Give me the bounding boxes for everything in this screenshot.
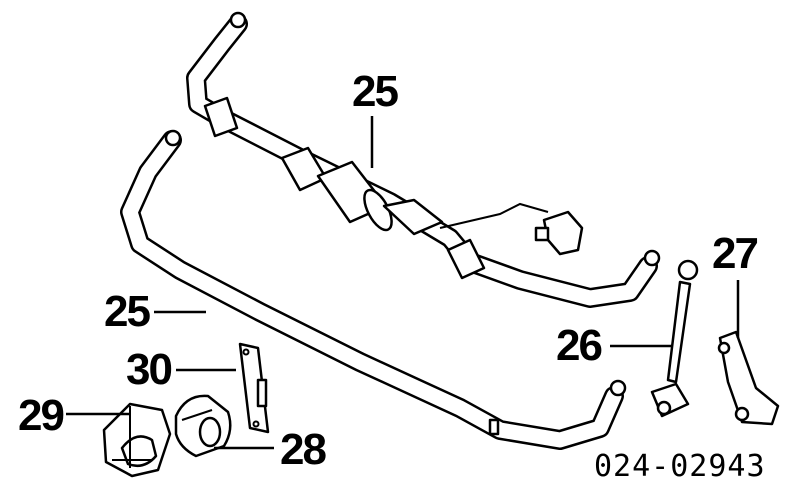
lower-bar-clip (488, 418, 500, 436)
clamp (102, 402, 172, 478)
angle-sensor (439, 202, 584, 256)
bracket (717, 330, 780, 426)
diagram-code: 024-02943 (594, 449, 766, 484)
lower-stabilizer-bar (120, 129, 627, 450)
callout-upper-bar: 25 (352, 67, 399, 116)
upper-stabilizer-bar (186, 11, 661, 308)
callout-clamp: 29 (18, 391, 65, 440)
callout-strap: 30 (126, 345, 173, 394)
upper-bar-mount-right (446, 238, 486, 280)
lower-bar-end-eye-left (164, 129, 182, 147)
callout-bracket: 27 (712, 229, 759, 278)
strap (238, 342, 270, 434)
callout-lower-bar: 25 (104, 287, 151, 336)
upper-bar-end-eye-left (229, 11, 247, 29)
lower-bar-end-eye-right (609, 379, 627, 397)
stabilizer-actuator (280, 146, 444, 236)
rubber-bushing (174, 394, 232, 458)
upper-bar-mount-left (203, 96, 239, 138)
upper-bar-end-eye-right (643, 249, 661, 267)
callout-bushing: 28 (280, 425, 327, 474)
stabilizer-link (650, 259, 699, 418)
callout-link: 26 (556, 321, 603, 370)
